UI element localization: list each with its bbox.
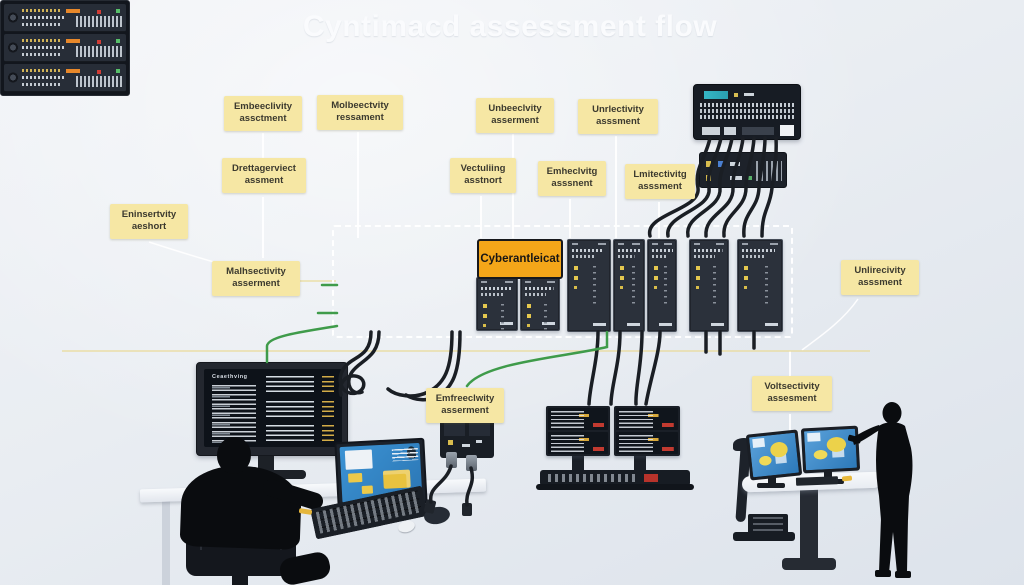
console-screen-2 — [548, 432, 608, 454]
label-drettagerviect: Drettagerviect assment — [222, 158, 306, 193]
console-screen-4 — [616, 432, 678, 454]
label-text: Emheclvitg — [546, 166, 598, 177]
appliance-panel-1 — [476, 277, 518, 331]
map-monitor-neck-1 — [768, 477, 776, 487]
connector-plug-1 — [446, 452, 457, 468]
label-unrlectivity: Unrlectivity asssment — [578, 99, 658, 134]
console-monitor-right — [614, 406, 680, 456]
label-text: Malhsectivity — [226, 266, 286, 277]
appliance-panel-6 — [689, 239, 729, 332]
table-pedestal — [800, 488, 818, 562]
appliance-panel-3 — [567, 239, 611, 332]
console-monitor-left — [546, 406, 610, 456]
network-switch — [693, 84, 801, 140]
label-text: Lmitectivitg — [633, 169, 687, 180]
folder-icon-large — [382, 469, 411, 489]
label-emfreeclwity: Emfreeclwity asserment — [426, 388, 504, 423]
server-unit-1 — [4, 4, 126, 32]
label-text: asstnort — [464, 175, 502, 187]
screen-card — [344, 449, 373, 470]
label-text: asssment — [638, 181, 682, 193]
label-voltsectivity: Voltsectivity assesment — [752, 376, 832, 411]
label-text: ressament — [336, 112, 384, 124]
server-unit-2 — [4, 34, 126, 62]
cyber-device-label: Cyberantleicat — [477, 239, 563, 279]
terminal-text-column — [212, 385, 262, 443]
label-text: asssment — [596, 116, 640, 128]
map-monitor-base-1 — [757, 483, 785, 488]
appliance-panel-2 — [520, 277, 560, 331]
terminal-header: Ceaethving — [212, 374, 248, 380]
terminal-monitor: Ceaethving — [196, 362, 348, 456]
label-text: Eninsertvity — [121, 209, 177, 220]
server-unit-3 — [4, 64, 126, 92]
label-text: asserment — [232, 278, 280, 290]
label-malhsectivity: Malhsectivity asserment — [212, 261, 300, 296]
appliance-panel-5 — [647, 239, 677, 332]
terminal-block-3 — [266, 424, 336, 444]
appliance-panel-4 — [613, 239, 645, 332]
label-text: Voltsectivity — [764, 381, 820, 392]
console-neck-1 — [572, 456, 584, 471]
console-neck-2 — [634, 456, 646, 471]
cable-tip-2 — [462, 503, 472, 516]
label-text: Unbeeclvity — [488, 103, 542, 114]
label-text: assctment — [239, 113, 287, 125]
folder-icon-small-1 — [347, 472, 363, 483]
label-vectuliing: Vectuliing asstnort — [450, 158, 516, 193]
label-text: Emfreeclwity — [435, 393, 495, 404]
console-screen-1 — [548, 408, 608, 430]
console-base-lip — [536, 484, 694, 490]
label-embeeclivity: Embeeclivity assctment — [224, 96, 302, 131]
label-text: asserment — [491, 115, 539, 127]
label-text: Embeeclivity — [233, 101, 293, 112]
floor-device-plate — [733, 532, 795, 541]
label-text: assesment — [767, 393, 817, 405]
folder-icon-small-2 — [361, 485, 374, 495]
label-molbeectvity: Molbeectvity ressament — [317, 95, 403, 130]
chair-post — [232, 574, 248, 585]
label-text: aeshort — [131, 221, 167, 233]
label-text: Vectuliing — [460, 163, 506, 174]
screen-text-lines — [391, 448, 419, 462]
map-screen-left — [749, 432, 799, 478]
label-text: Molbeectvity — [331, 100, 389, 111]
terminal-block-2 — [266, 400, 336, 420]
server-rack — [0, 0, 130, 96]
map-monitor-neck-2 — [824, 471, 832, 481]
diagram-title: Cyntimacd assessment flow — [302, 10, 718, 43]
label-text: Drettagerviect — [232, 163, 296, 174]
console-screen-3 — [616, 408, 678, 430]
label-text: Unlirecivity — [854, 265, 906, 276]
label-unbeeclvity: Unbeeclvity asserment — [476, 98, 554, 133]
label-text: asserment — [441, 405, 489, 417]
map-monitor-left — [745, 429, 803, 481]
label-lmitectivitg: Lmitectivitg asssment — [625, 164, 695, 199]
label-text: Unrlectivity — [592, 104, 644, 115]
console-keyboard-base — [540, 470, 690, 486]
label-emheclvitg: Emheclvitg asssnent — [538, 161, 606, 196]
station-keyboard — [795, 476, 839, 486]
label-text: asssment — [858, 277, 902, 289]
seated-person-head — [217, 437, 251, 474]
floor-device-body — [748, 514, 788, 534]
standing-person-shape — [848, 402, 913, 578]
terminal-block-1 — [266, 375, 336, 395]
connector-plug-2 — [466, 455, 477, 471]
label-text: asssnent — [551, 178, 593, 190]
appliance-panel-7 — [737, 239, 783, 332]
patch-panel — [699, 152, 787, 188]
terminal-screen: Ceaethving — [204, 369, 342, 447]
table-foot — [782, 558, 836, 570]
standing-person — [848, 402, 913, 578]
label-text: assment — [244, 175, 284, 187]
label-unlirecivity: Unlirecivity asssment — [841, 260, 919, 295]
label-eninsertvity: Eninsertvity aeshort — [110, 204, 188, 239]
desk-left-leg — [162, 500, 170, 585]
